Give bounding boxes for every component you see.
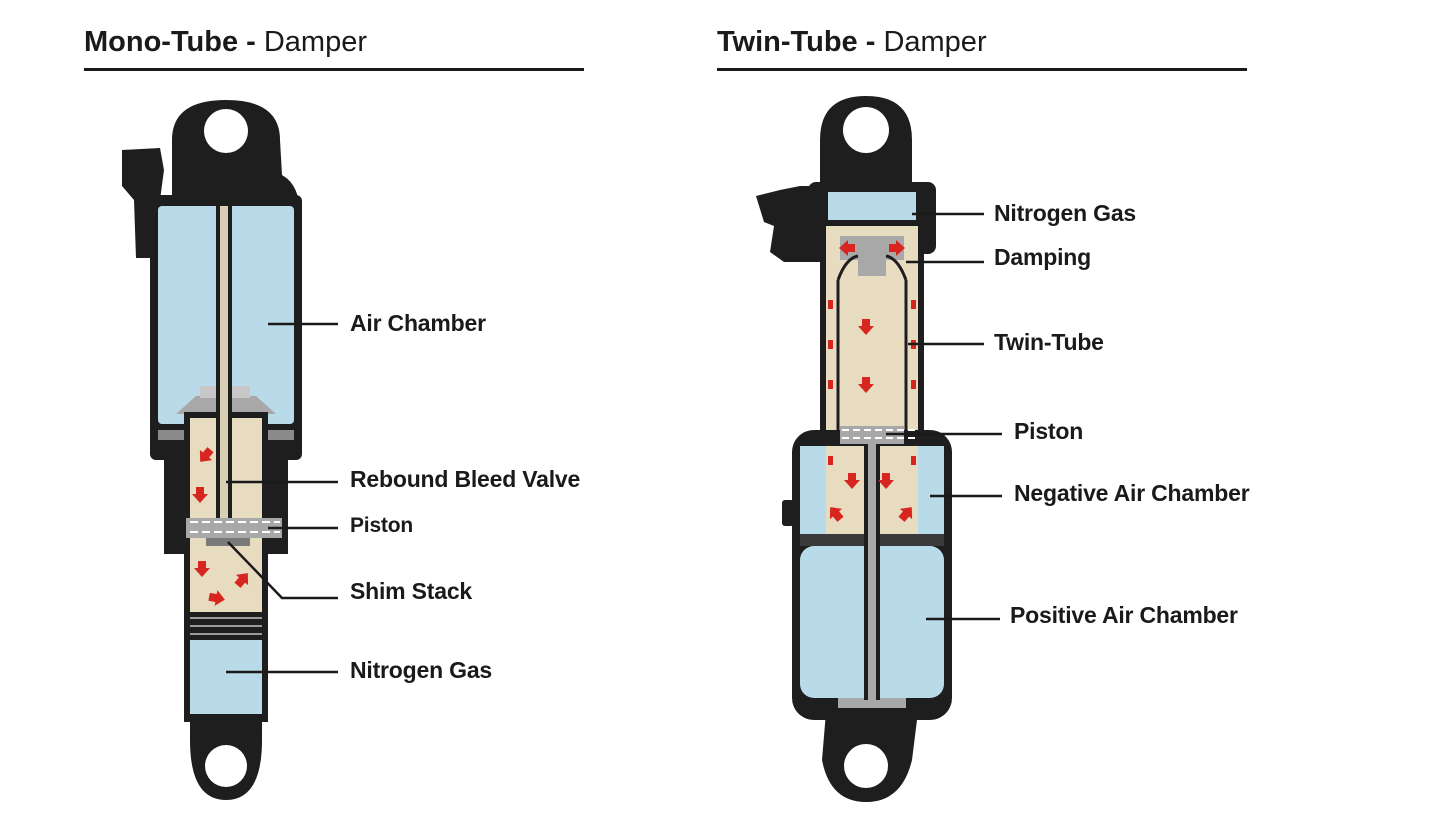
mono-tube-title-light: Damper — [263, 26, 368, 58]
mono-bottom-eyelet — [190, 714, 262, 800]
twin-damping-valve — [840, 236, 904, 276]
mono-tube-title: Mono-Tube - Damper — [84, 26, 367, 59]
mono-tube-title-bold: Mono-Tube — [84, 26, 239, 58]
mono-tube-title-sep: - — [238, 26, 264, 58]
twin-label-twin-tube: Twin-Tube — [994, 329, 1104, 355]
mono-label-air-chamber: Air Chamber — [350, 310, 486, 336]
twin-tube-title-light: Damper — [883, 26, 987, 58]
twin-tube-title-rule — [717, 68, 1247, 71]
mono-adjuster-knob — [122, 148, 164, 258]
twin-label-positive-air-chamber: Positive Air Chamber — [1010, 602, 1238, 628]
mono-tube-title-rule — [84, 68, 584, 71]
twin-label-damping: Damping — [994, 244, 1091, 270]
twin-label-nitrogen-gas: Nitrogen Gas — [994, 200, 1137, 226]
twin-tube-title-sep: - — [857, 26, 884, 58]
twin-tube-title-bold: Twin-Tube — [717, 26, 858, 58]
mono-label-nitrogen-gas: Nitrogen Gas — [350, 657, 493, 683]
twin-label-negative-air-chamber: Negative Air Chamber — [1014, 480, 1250, 506]
twin-leader-lines — [886, 212, 1002, 621]
mono-tube-damper — [122, 100, 302, 800]
mono-label-shim-stack: Shim Stack — [350, 578, 472, 604]
mono-nitrogen-chamber — [190, 640, 262, 714]
twin-tube-title: Twin-Tube - Damper — [717, 26, 987, 59]
twin-bottom-eyelet — [822, 712, 918, 802]
twin-nitrogen-chamber — [828, 192, 916, 220]
mono-label-rebound-bleed-valve: Rebound Bleed Valve — [350, 466, 581, 492]
twin-top-eyelet — [820, 96, 912, 190]
twin-negative-air-chamber — [800, 446, 826, 534]
twin-tube-damper — [756, 96, 952, 802]
mono-label-piston: Piston — [350, 514, 413, 537]
twin-label-piston: Piston — [1014, 418, 1084, 444]
mono-leader-lines — [226, 322, 338, 674]
mono-top-eyelet — [152, 100, 300, 215]
